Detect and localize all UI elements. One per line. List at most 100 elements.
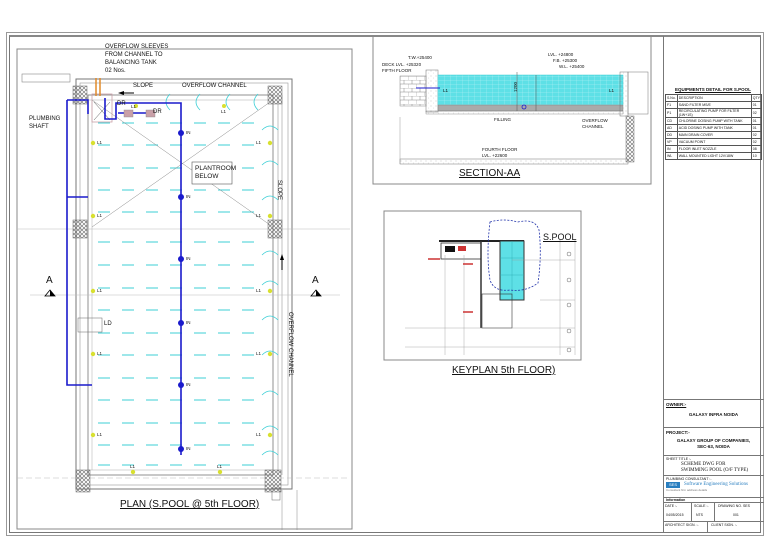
cell: 01 (750, 124, 763, 132)
cell: F1 (665, 101, 678, 109)
date-label: DATE :- (665, 504, 678, 508)
cell: 02 (750, 138, 763, 146)
slope-label-side: SLOPE (276, 180, 282, 201)
filling-label: FILLING (494, 117, 512, 122)
light-label: L1 (256, 432, 262, 437)
project-box: PROJECT:- GALAXY GROUP OF COMPANIES, SEC… (663, 427, 764, 455)
overflow-channel-label-side: OVERFLOW CHANNEL (287, 312, 293, 377)
drawing-no-value: 001 (733, 513, 739, 517)
note-line: BALANCING TANK (105, 60, 157, 66)
pipe-network (66, 98, 182, 455)
title-block-divider (663, 36, 664, 532)
light-label: L1 (97, 140, 103, 145)
light-label: L1 (217, 464, 223, 469)
ld-label: LD (104, 321, 112, 327)
plantroom-label: PLANTROOM BELOW (195, 165, 236, 181)
sheet-title-line: SWIMMING POOL (O/F TYPE) (681, 468, 749, 473)
label-line: CHANNEL (582, 124, 604, 129)
header-cell: S.No. (665, 94, 678, 102)
consultant-box: PLUMBING CONSULTANT :- SES Software Engi… (663, 475, 764, 497)
cell: DD (665, 131, 678, 139)
slope-label-top: SLOPE (133, 83, 154, 89)
label-line: SHAFT (29, 124, 49, 130)
note-line: OVERFLOW SLEEVES (105, 44, 169, 50)
light-label: L1 (256, 351, 262, 356)
cell: AD (665, 124, 678, 132)
equipment-title: EQUIPMENTS DETAIL FOR S.POOL (675, 87, 751, 92)
inlet-nozzles (178, 130, 184, 452)
inlet-label: IN (186, 320, 191, 325)
wl-label: W.L. +25400 (559, 64, 585, 69)
light-label: L1 (256, 140, 262, 145)
light-label: L1 (131, 104, 137, 109)
cell: IN (665, 145, 678, 153)
project-label: PROJECT:- (666, 430, 690, 435)
overflow-grating-arcs (165, 93, 279, 456)
note-line: FROM CHANNEL TO (105, 52, 163, 58)
inlet-label: IN (186, 446, 191, 451)
cell: 01 (750, 101, 763, 109)
inlet-label: IN (186, 382, 191, 387)
inlet-label: IN (186, 256, 191, 261)
label-line: PLANTROOM (195, 165, 237, 172)
cell: 02 (750, 131, 763, 139)
sheet-title-label: SHEET TITLE :- (666, 457, 692, 461)
label-line: BELOW (195, 173, 219, 180)
info-label: Information (666, 498, 686, 502)
overflow-channel-label-top: OVERFLOW CHANNEL (182, 83, 247, 89)
fourth-floor-level: LVL. +22600 (482, 153, 508, 158)
cell: RECIRCULATING PUMP FOR FILTER (1W+1S) (676, 108, 752, 118)
project-line: SEC-63, NOIDA (697, 444, 730, 449)
plan-title: PLAN (S.POOL @ 5th FLOOR) (120, 499, 260, 510)
label-line: OVERFLOW (582, 118, 608, 123)
cell: ACID DOSING PUMP WITH TANK (676, 124, 752, 132)
header-cell: DESCRIPTION (676, 94, 752, 102)
cell: 02 (750, 108, 763, 118)
consultant-logo: SES (666, 482, 681, 488)
cell: MAIN DRAIN COVER (676, 131, 752, 139)
drawing-no-label: DRAWING NO. SES (718, 504, 750, 508)
light-label: L1 (221, 109, 227, 114)
light-label: L1 (256, 213, 262, 218)
scale-cell: SCALE :- NTS (692, 503, 715, 522)
client-sign-label: CLIENT SIGN. :- (711, 523, 737, 527)
date-value: 04/05/2015 (666, 513, 684, 517)
fifth-floor-label: FIFTH FLOOR (382, 68, 412, 73)
consultant-name: Software Engineering Solutions (684, 482, 748, 487)
drain-label: DR (117, 101, 126, 107)
wall-lights (90, 104, 273, 475)
light-label: L1 (97, 432, 103, 437)
light-label: L1 (609, 88, 615, 93)
owner-box: OWNER:- GALAXY INFRA NOIDA (663, 399, 764, 427)
fourth-floor-label: FOURTH FLOOR (482, 147, 518, 152)
sign-row: ARCHITECT SIGN. :- CLIENT SIGN. :- (663, 521, 764, 532)
scale-label: SCALE :- (694, 504, 709, 508)
info-box: Information DATE :- 04/05/2015 SCALE :- … (663, 497, 764, 522)
scale-value: NTS (696, 513, 703, 517)
cell: 01 (750, 117, 763, 125)
section-title: SECTION-AA (459, 168, 521, 179)
fb-label: F.B. +25300 (553, 58, 578, 63)
section-marker-right: A (312, 275, 319, 286)
cell: SAND FILTER MS/E (676, 101, 752, 109)
light-label: L1 (97, 213, 103, 218)
keyplan-title: KEYPLAN 5th FLOOR) (452, 365, 556, 376)
light-label: L1 (443, 88, 449, 93)
light-label: L1 (97, 351, 103, 356)
note-line: 02 Nos. (105, 68, 126, 74)
sheet-border (6, 32, 764, 536)
cell: P1 (665, 108, 678, 118)
architect-sign-label: ARCHITECT SIGN. :- (663, 522, 708, 532)
drain-label: DR (153, 109, 162, 115)
cell: FLOOR INLET NOZZLE (676, 145, 752, 153)
table-header: S.No. DESCRIPTION QTY (665, 94, 763, 102)
light-label: L1 (97, 288, 103, 293)
label-line: PLUMBING (29, 116, 61, 122)
cell: VP (665, 138, 678, 146)
